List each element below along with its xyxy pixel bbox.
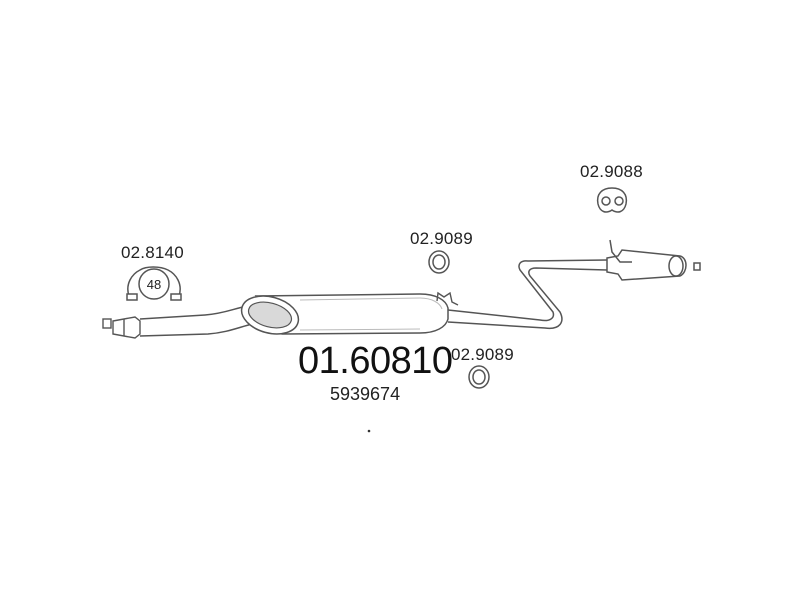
inlet-pipe-end [102, 316, 141, 339]
pipe-clamp-icon [126, 266, 182, 301]
main-part-number: 01.60810 [298, 340, 453, 382]
rear-pipe [447, 259, 608, 330]
rubber-hanger-icon [596, 187, 628, 213]
clamp-part-number: 02.8140 [121, 243, 184, 262]
middle-silencer [240, 293, 449, 335]
hanger-part-number: 02.9088 [580, 162, 643, 181]
stray-dot [367, 429, 371, 433]
rear-box [606, 239, 701, 281]
gasket-ring-icon [468, 365, 490, 389]
silencer-hanger-bracket [436, 291, 459, 306]
clamp-size-label: 48 [147, 277, 161, 292]
oem-part-number: 5939674 [330, 384, 401, 404]
ring-rear-part-number: 02.9089 [451, 345, 514, 364]
ring-front-part-number: 02.9089 [410, 229, 473, 248]
gasket-ring-icon [428, 250, 450, 274]
